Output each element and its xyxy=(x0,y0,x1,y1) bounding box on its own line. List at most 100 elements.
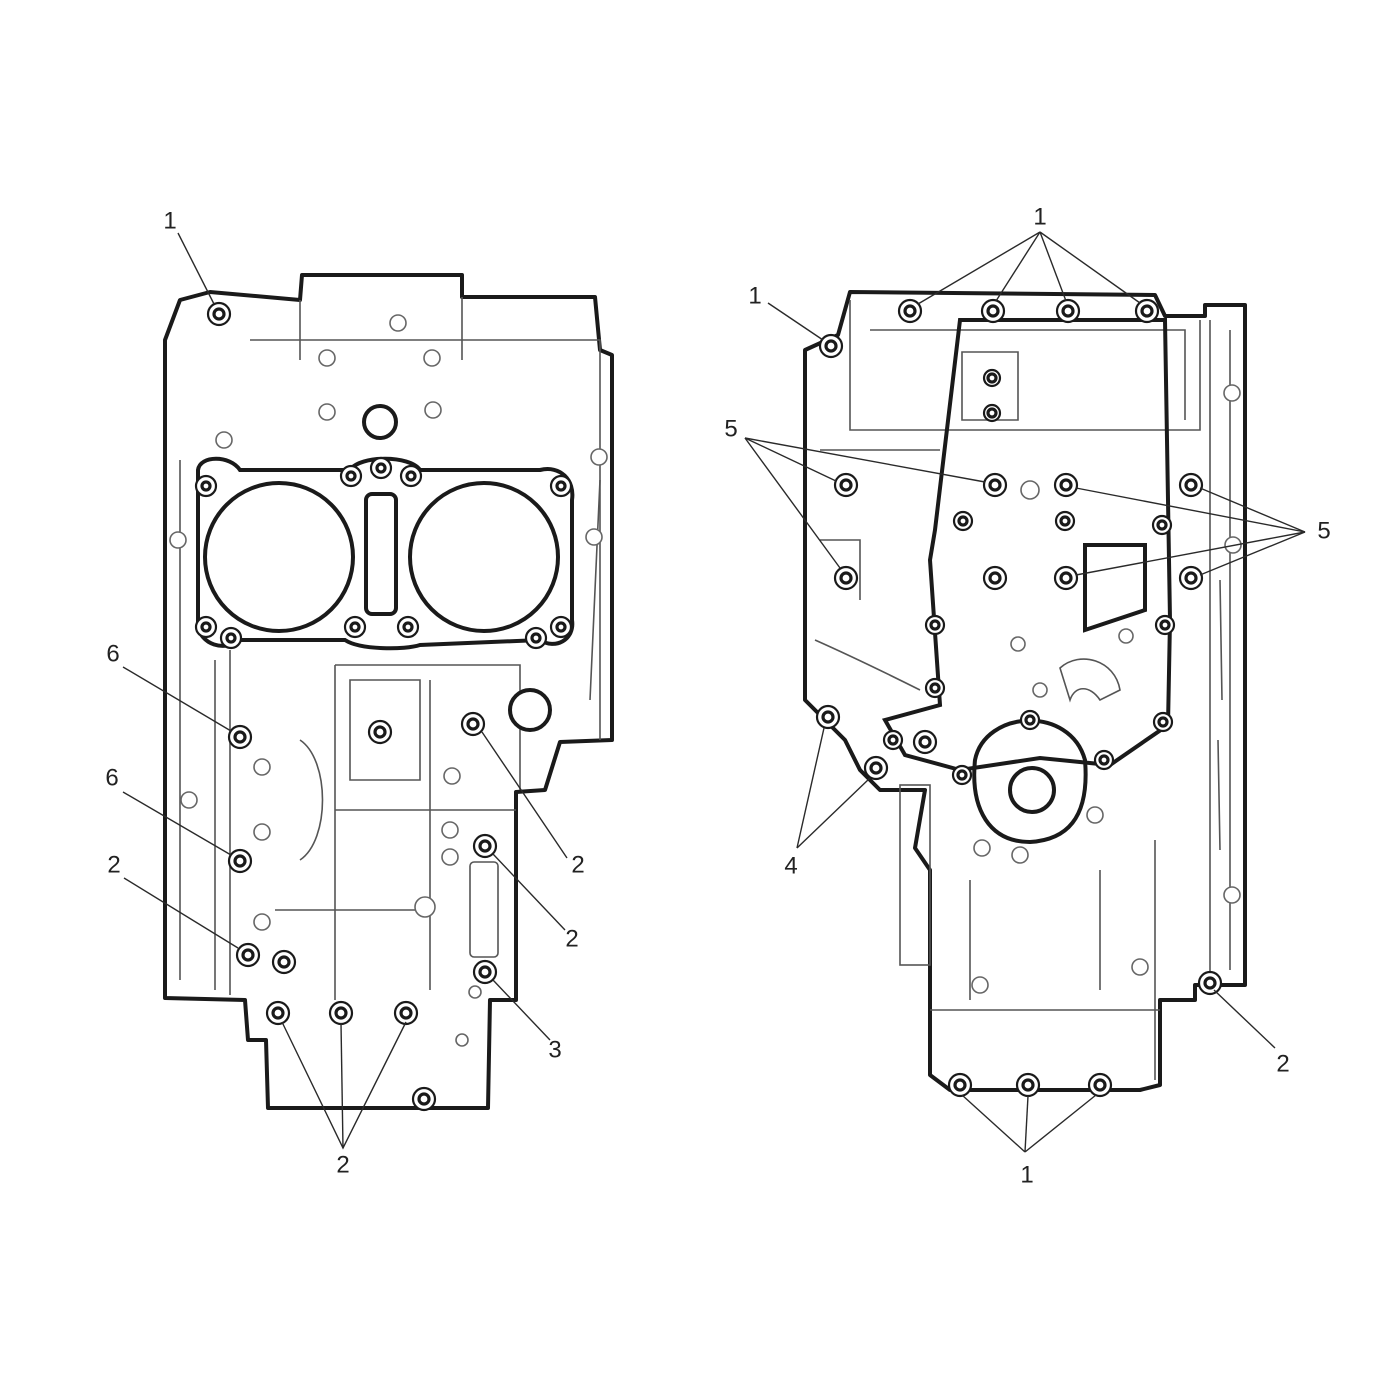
dowel-hole xyxy=(1223,886,1241,904)
sump-screw xyxy=(952,510,974,532)
callout-label: 3 xyxy=(548,1036,561,1063)
oil-gallery-slot xyxy=(469,861,499,958)
bolt-hole xyxy=(271,949,297,975)
bolt-hole xyxy=(206,301,232,327)
callout-label: 1 xyxy=(748,282,761,309)
bolt-hole xyxy=(1134,298,1160,324)
lower-crankcase-view: 1 1 5 5 4 2 1 xyxy=(724,203,1330,1188)
callout-label: 4 xyxy=(784,852,797,879)
leader-line xyxy=(492,979,551,1041)
leader-line xyxy=(1075,531,1306,576)
dowel-hole xyxy=(468,985,482,999)
bolt-hole xyxy=(396,615,420,639)
callout-label: 5 xyxy=(724,415,737,442)
center-gallery-slot xyxy=(364,492,398,616)
sump-screw xyxy=(1019,709,1041,731)
dowel-hole xyxy=(414,896,436,918)
dowel-hole xyxy=(590,448,608,466)
leader-line xyxy=(1075,487,1306,533)
dowel-hole xyxy=(443,767,461,785)
bolt-hole xyxy=(194,474,218,498)
leader-line xyxy=(995,231,1041,302)
leader-line xyxy=(744,437,837,482)
dowel-hole xyxy=(1131,958,1149,976)
upper-inner-contour xyxy=(250,339,601,740)
bolt-hole xyxy=(367,719,393,745)
leader-line xyxy=(767,302,824,341)
dowel-hole xyxy=(318,349,336,367)
callout-label: 1 xyxy=(163,207,176,234)
bolt-hole xyxy=(1087,1072,1113,1098)
leader-line xyxy=(122,791,232,856)
callout-label: 1 xyxy=(1020,1161,1033,1188)
leader-line xyxy=(123,877,239,949)
callout-label: 5 xyxy=(1317,517,1330,544)
leader-line xyxy=(1024,1095,1029,1153)
upper-inner-contour xyxy=(335,664,521,790)
sump-screw xyxy=(1154,614,1176,636)
lower-crankcase-outline xyxy=(803,290,1247,1092)
leader-line xyxy=(744,437,841,569)
callout-label: 2 xyxy=(571,851,584,878)
dowel-hole xyxy=(1010,636,1026,652)
bolt-hole xyxy=(982,368,1002,388)
dowel-hole xyxy=(973,839,991,857)
dowel-hole xyxy=(1032,682,1048,698)
lower-inner-contour xyxy=(814,449,940,691)
lower-inner-contour xyxy=(930,840,1160,1080)
bolt-hole xyxy=(980,298,1006,324)
bolt-hole xyxy=(863,755,889,781)
bolt-hole xyxy=(265,1000,291,1026)
callout-label: 2 xyxy=(336,1151,349,1178)
lower-inner-contour xyxy=(1217,579,1223,851)
bolt-hole xyxy=(343,615,367,639)
sump-screw xyxy=(1093,749,1115,771)
bolt-hole xyxy=(833,565,859,591)
bolt-hole xyxy=(1178,472,1204,498)
bolt-hole xyxy=(549,474,573,498)
leader-line xyxy=(1039,231,1141,304)
leader-line xyxy=(796,727,825,849)
dowel-hole xyxy=(585,528,603,546)
bolt-hole xyxy=(912,729,938,755)
bolt-hole xyxy=(524,626,548,650)
bolt-hole xyxy=(815,704,841,730)
dowel-hole xyxy=(1223,384,1241,402)
dowel-hole xyxy=(318,403,336,421)
bolt-hole xyxy=(818,333,844,359)
dowel-hole xyxy=(441,821,459,839)
dowel-hole xyxy=(424,401,442,419)
bolt-hole xyxy=(411,1086,437,1112)
bolt-hole xyxy=(219,626,243,650)
dowel-hole xyxy=(455,1033,469,1047)
dowel-hole xyxy=(389,314,407,332)
bolt-hole xyxy=(227,848,253,874)
leader-line xyxy=(796,777,871,849)
sump-screw xyxy=(1152,711,1174,733)
sump-screw xyxy=(951,764,973,786)
dowel-hole xyxy=(441,848,459,866)
bolt-hole xyxy=(472,833,498,859)
sump-screw xyxy=(924,614,946,636)
bolt-hole xyxy=(393,1000,419,1026)
oil-pump-outlet xyxy=(1059,658,1121,703)
callout-label: 1 xyxy=(1033,203,1046,230)
bolt-hole xyxy=(1055,298,1081,324)
bolt-hole xyxy=(235,942,261,968)
leader-line xyxy=(340,1022,344,1149)
dowel-hole xyxy=(169,531,187,549)
dowel-hole xyxy=(253,913,271,931)
bolt-hole xyxy=(1197,970,1223,996)
upper-crankcase-outline xyxy=(163,273,614,1110)
bolt-hole xyxy=(982,565,1008,591)
leader-line xyxy=(1213,989,1276,1049)
lower-inner-contour xyxy=(870,329,1186,420)
leader-line xyxy=(1039,231,1067,302)
lower-inner-contour xyxy=(849,300,1201,431)
callout-label: 6 xyxy=(106,640,119,667)
bolt-hole xyxy=(399,464,423,488)
upper-inner-contour xyxy=(275,665,516,1000)
breather-port xyxy=(362,404,398,440)
sump-bracket xyxy=(899,784,931,966)
bolt-hole xyxy=(369,456,393,480)
